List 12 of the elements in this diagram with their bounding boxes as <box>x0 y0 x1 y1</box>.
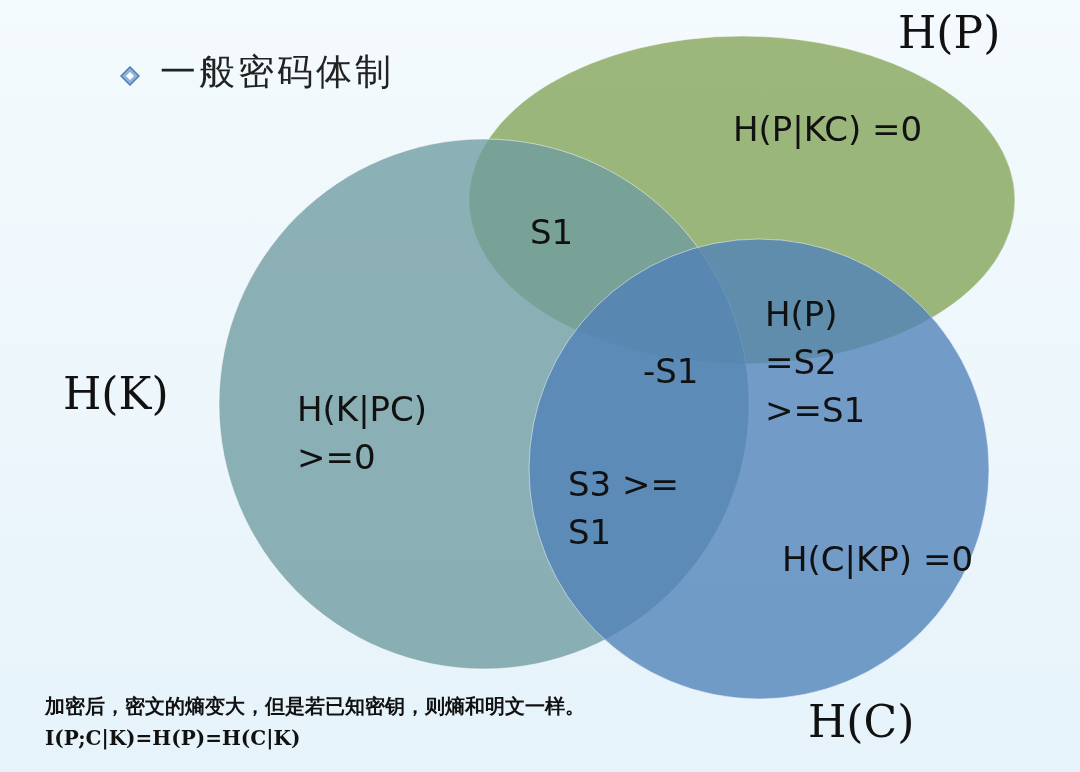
region-label: -S1 <box>643 350 700 393</box>
region-label: H(K|PC) >=0 <box>297 388 429 479</box>
region-label: H(C|KP) =0 <box>782 538 975 581</box>
region-label: S1 <box>530 211 575 254</box>
set-label: H(K) <box>63 368 169 419</box>
region-label: H(P|KC) =0 <box>733 108 924 151</box>
region-label: S3 >= S1 <box>568 463 680 554</box>
set-label: H(P) <box>898 7 1001 58</box>
caption-text: 加密后，密文的熵变大，但是若已知密钥，则熵和明文一样。I(P;C|K)=H(P)=H(C|K) <box>45 693 586 752</box>
region-label: H(P) =S2 >=S1 <box>765 293 867 432</box>
slide-title: 一般密码体制 <box>160 50 394 94</box>
set-label: H(C) <box>808 696 915 747</box>
